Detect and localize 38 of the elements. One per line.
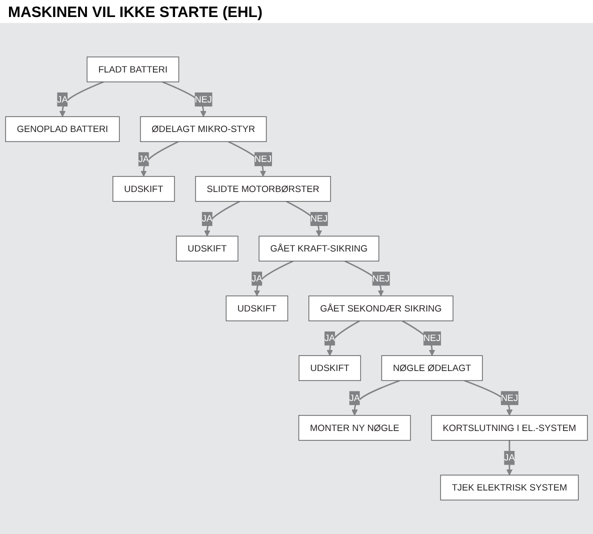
arrow xyxy=(140,141,179,177)
edge-label: JA xyxy=(57,94,68,104)
arrow xyxy=(344,260,384,296)
arrow xyxy=(326,320,360,356)
arrow xyxy=(254,260,294,296)
node-box: NØGLE ØDELAGT xyxy=(381,355,483,381)
node-box: FLADT BATTERI xyxy=(86,56,180,82)
node-box: GENOPLAD BATTERI xyxy=(5,116,120,142)
node-box: GÅET SEKONDÆR SIKRING xyxy=(308,296,454,322)
edge-label: NEJ xyxy=(310,213,328,224)
edge-label: NEJ xyxy=(500,392,518,404)
node-box: KORTSLUTNING I EL.-SYSTEM xyxy=(431,415,588,441)
node-box: ØDELAGT MIKRO-STYR xyxy=(140,116,267,142)
arrow xyxy=(506,440,513,476)
node-box: UDSKIFT xyxy=(112,176,175,202)
edge-label: JA xyxy=(349,392,360,404)
arrow xyxy=(59,81,104,117)
edge-label: JA xyxy=(252,273,262,284)
edge-label: NEJ xyxy=(254,154,272,164)
arrow xyxy=(352,380,400,416)
edge-label: JA xyxy=(138,154,149,164)
arrow xyxy=(204,200,240,236)
arrow xyxy=(162,81,206,117)
node-box: TJEK ELEKTRISK SYSTEM xyxy=(440,474,579,500)
arrow xyxy=(464,380,513,416)
edge-label: JA xyxy=(504,452,515,463)
edge-label: JA xyxy=(202,213,212,224)
node-box: UDSKIFT xyxy=(298,355,361,381)
edge-label: NEJ xyxy=(372,273,390,284)
node-box: UDSKIFT xyxy=(226,296,288,322)
diagram-title: MASKINEN VIL IKKE STARTE (EHL) xyxy=(8,4,264,21)
node-box: UDSKIFT xyxy=(176,236,238,262)
node-box: GÅET KRAFT-SIKRING xyxy=(258,236,380,262)
edge-label: NEJ xyxy=(194,94,212,104)
edge-label: NEJ xyxy=(423,332,441,344)
node-box: MONTER NY NØGLE xyxy=(298,415,411,441)
node-box: SLIDTE MOTORBØRSTER xyxy=(195,176,331,202)
edge-label: JA xyxy=(324,332,336,344)
